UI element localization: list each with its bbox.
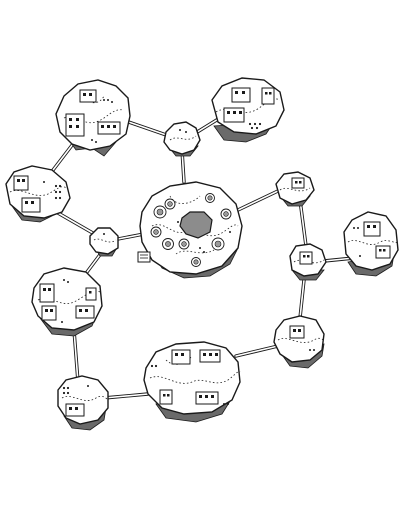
bridge-left-junction[interactable] — [56, 211, 100, 238]
building-icon — [65, 403, 85, 417]
building-icon — [75, 305, 95, 319]
building-icon — [291, 177, 305, 189]
building-icon — [261, 87, 275, 105]
crater-icon — [162, 238, 174, 250]
island-top-right[interactable] — [211, 77, 285, 143]
island-top-hub[interactable] — [163, 121, 201, 157]
building-icon — [199, 349, 221, 363]
crater-icon — [153, 205, 167, 219]
building-icon — [231, 87, 251, 103]
building-icon — [41, 305, 57, 321]
bridge-rightmid-rightupper[interactable] — [298, 198, 308, 248]
building-icon — [39, 283, 55, 303]
bridge-junction-central[interactable] — [116, 232, 146, 241]
building-icon — [171, 349, 191, 365]
building-icon — [375, 245, 391, 259]
island-central[interactable] — [137, 181, 243, 279]
building-icon — [13, 175, 29, 191]
crater-icon — [220, 208, 232, 220]
bridge-midleft-bottomleft[interactable] — [72, 328, 80, 384]
island-mid-left[interactable] — [31, 267, 103, 337]
bridge-topleft-left[interactable] — [48, 138, 78, 176]
bridge-bottomcenter-rightlower[interactable] — [234, 344, 280, 358]
building-icon — [299, 251, 313, 265]
island-right-upper[interactable] — [275, 171, 315, 207]
building-icon — [65, 113, 85, 137]
island-bottom-center[interactable] — [143, 341, 241, 423]
island-bottom-left[interactable] — [57, 375, 109, 431]
island-far-right[interactable] — [343, 211, 399, 277]
island-right-mid[interactable] — [289, 243, 327, 281]
building-icon — [21, 197, 41, 213]
building-icon — [79, 89, 97, 103]
building-icon — [97, 121, 121, 135]
bridge-rightlower-rightmid[interactable] — [298, 278, 306, 320]
crater-icon — [150, 226, 162, 238]
island-right-lower[interactable] — [273, 315, 325, 369]
crater-icon — [164, 198, 176, 210]
crater-icon — [205, 193, 215, 203]
crater-icon — [178, 238, 190, 250]
bridge-junction-midleft[interactable] — [82, 250, 104, 278]
building-icon — [223, 107, 245, 123]
island-junction[interactable] — [89, 227, 119, 257]
building-icon — [289, 325, 305, 339]
crater-icon — [191, 257, 201, 267]
building-icon — [363, 221, 381, 237]
island-top-left[interactable] — [55, 79, 131, 157]
bridge-bottomleft-bottomcenter[interactable] — [102, 392, 150, 400]
bridge-rightupper-central[interactable] — [236, 188, 282, 212]
dock-icon — [137, 251, 151, 263]
pool-icon — [179, 211, 213, 239]
island-left[interactable] — [5, 165, 71, 223]
building-icon — [159, 389, 173, 405]
crater-icon — [211, 237, 225, 251]
building-icon — [195, 391, 219, 405]
building-icon — [85, 287, 97, 301]
